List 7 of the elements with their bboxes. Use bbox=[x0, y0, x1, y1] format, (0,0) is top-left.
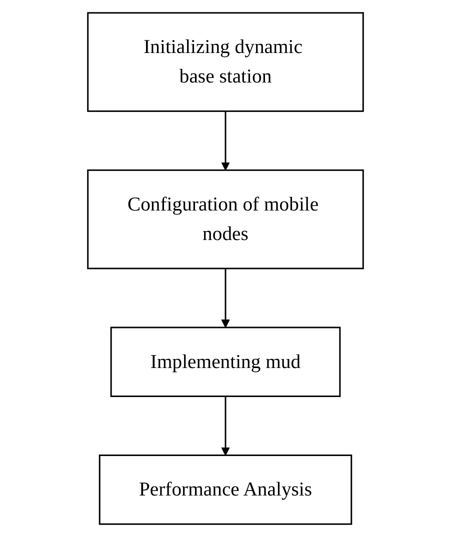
node-box: Initializing dynamic base station bbox=[87, 12, 364, 112]
node-box: Performance Analysis bbox=[98, 454, 352, 525]
arrow bbox=[221, 396, 230, 456]
node-box: Configuration of mobile nodes bbox=[87, 169, 364, 270]
node-box: Implementing mud bbox=[110, 326, 341, 398]
arrow bbox=[221, 111, 230, 171]
arrow bbox=[221, 268, 230, 328]
